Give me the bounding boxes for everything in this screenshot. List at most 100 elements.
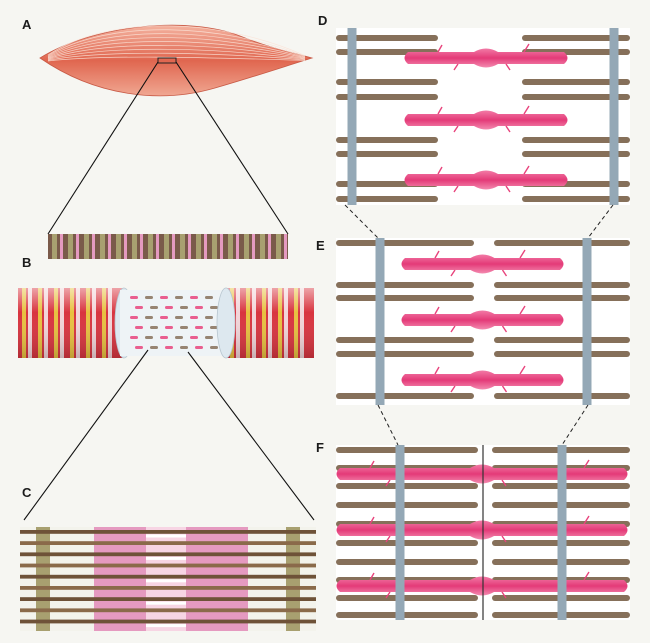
filament-fragment	[130, 316, 138, 319]
myosin-thick-filament	[401, 254, 564, 274]
filament-fragment	[195, 306, 203, 309]
actin-thin-filament	[336, 337, 474, 343]
actin-thin-filament	[336, 295, 474, 301]
filament-fragment	[135, 326, 143, 329]
fiber-line	[47, 37, 306, 58]
myosin-thick-filament	[401, 310, 564, 330]
fiber-line	[47, 52, 306, 61]
actin-thin-filament	[522, 94, 630, 100]
strip-pink-band	[188, 234, 191, 259]
filament-fragment	[195, 346, 203, 349]
panel-b-myofibril	[18, 287, 315, 521]
c-filament-stripe	[20, 552, 316, 557]
strip-light-band	[180, 234, 185, 259]
c-h-zone-gap	[146, 601, 186, 605]
strip-pink-band	[204, 234, 207, 259]
fiber-line	[47, 56, 306, 62]
filament-fragment	[190, 316, 198, 319]
myosin-head	[437, 43, 530, 71]
filament-fragment	[175, 316, 183, 319]
z-disc	[375, 238, 385, 405]
strip-light-band	[68, 234, 73, 259]
strip-pink-band	[108, 234, 111, 259]
panel-f-contracted-sarcomere	[336, 445, 630, 620]
myosin-head	[369, 459, 590, 487]
panel-c-sarcomere	[20, 527, 316, 631]
actin-thin-filament	[494, 337, 630, 343]
c-filament-stripe	[20, 563, 316, 568]
c-h-zone-gap	[146, 624, 186, 628]
actin-thin-filament	[336, 282, 474, 288]
filament-fragment	[190, 296, 198, 299]
panel-label-a: A	[22, 17, 32, 32]
actin-thin-filament	[336, 351, 474, 357]
strip-pink-band	[124, 234, 127, 259]
strip-pink-band	[60, 234, 63, 259]
myosin-thick-filament	[404, 170, 568, 190]
actin-thin-filament	[494, 240, 630, 246]
zoom-line-b-right	[187, 351, 315, 521]
actin-thin-filament	[494, 393, 630, 399]
myofibril-gap	[120, 290, 230, 356]
filament-fragment	[160, 316, 168, 319]
fiber-line	[47, 25, 306, 56]
c-h-zone-gap	[146, 556, 186, 560]
strip-light-band	[212, 234, 217, 259]
filament-fragment	[205, 336, 213, 339]
myosin-head	[369, 515, 590, 543]
filament-fragment	[145, 316, 153, 319]
strip-pink-band	[76, 234, 79, 259]
zoom-line-a-left	[47, 61, 159, 235]
filament-fragment	[205, 296, 213, 299]
z-disc	[557, 445, 567, 620]
filament-fragment	[175, 336, 183, 339]
strip-pink-band	[220, 234, 223, 259]
filament-fragment	[130, 296, 138, 299]
connector-d-e-right	[587, 204, 614, 239]
panel-label-b: B	[22, 255, 32, 270]
striated-fiber-strip	[48, 234, 288, 259]
strip-pink-band	[92, 234, 95, 259]
strip-pink-band	[284, 234, 287, 259]
actin-thin-filament	[336, 240, 474, 246]
strip-pink-band	[140, 234, 143, 259]
myosin-head	[434, 249, 526, 277]
filament-fragment	[150, 326, 158, 329]
strip-light-band	[164, 234, 169, 259]
myosin-thick-filament	[336, 520, 628, 540]
myosin-head	[434, 365, 526, 393]
strip-light-band	[52, 234, 57, 259]
actin-thin-filament	[336, 137, 438, 143]
strip-light-band	[196, 234, 201, 259]
actin-thin-filament	[494, 282, 630, 288]
strip-light-band	[132, 234, 137, 259]
actin-thin-filament	[336, 612, 478, 618]
strip-pink-band	[252, 234, 255, 259]
panel-e-partly-contracted-sarcomere	[336, 238, 630, 405]
cylinder-shading	[18, 288, 124, 358]
cylinder-end-face	[216, 287, 236, 359]
filament-fragment	[165, 326, 173, 329]
c-filament-stripe	[20, 608, 316, 613]
z-disc	[609, 28, 619, 205]
actin-thin-filament	[336, 79, 438, 85]
filament-fragment	[210, 346, 218, 349]
c-filament-stripe	[20, 541, 316, 545]
actin-thin-filament	[336, 151, 438, 157]
strip-light-band	[260, 234, 265, 259]
filament-fragment	[165, 306, 173, 309]
fiber-line	[47, 41, 306, 59]
filament-fragment	[210, 306, 218, 309]
strip-light-band	[84, 234, 89, 259]
actin-thin-filament	[336, 559, 478, 565]
actin-thin-filament	[522, 35, 630, 41]
strip-light-band	[276, 234, 281, 259]
z-disc	[395, 445, 405, 620]
strip-pink-band	[268, 234, 271, 259]
actin-thin-filament	[494, 295, 630, 301]
filament-fragment	[145, 296, 153, 299]
muscle-selection-box	[157, 57, 177, 64]
c-h-zone-gap	[146, 579, 186, 583]
